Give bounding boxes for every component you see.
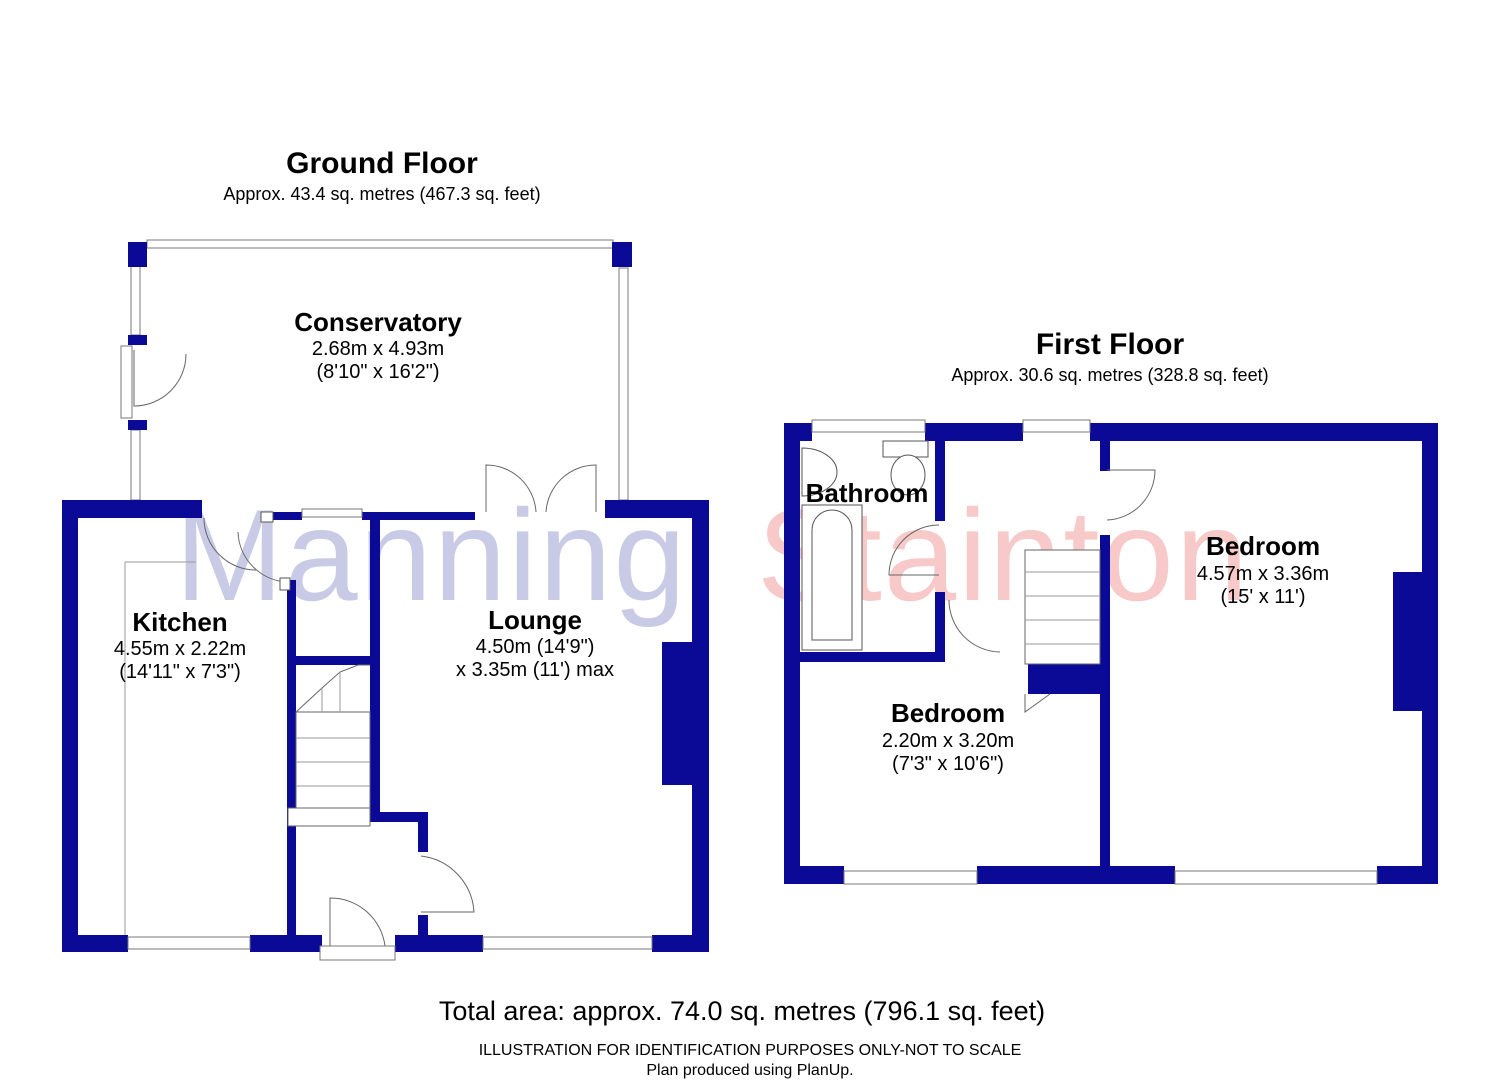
bedroom2-door-swing	[948, 599, 1001, 653]
bathroom-door-swing	[888, 524, 940, 576]
conservatory-door-frame	[120, 345, 133, 419]
conservatory-post-tl	[128, 242, 147, 267]
room-dim-bedroom-1: 4.57m x 3.36m	[1197, 563, 1329, 585]
watermark-manning: Manning	[175, 482, 688, 628]
wall-south	[62, 935, 128, 952]
room-dim-bedroom-2: 2.20m x 3.20m	[882, 730, 1014, 752]
kitchen-hall-door-swing	[237, 531, 287, 583]
room-dim-lounge-max: x 3.35m (11') max	[456, 659, 614, 681]
stair-winder	[295, 664, 370, 713]
room-dim-kitchen-imperial: (14'11" x 7'3")	[119, 661, 241, 683]
ground-floor-plan	[62, 239, 709, 961]
total-area: Total area: approx. 74.0 sq. metres (796…	[439, 996, 1045, 1026]
conservatory-left-window-lower	[130, 429, 141, 501]
room-dim-bedroom-1-imperial: (15' x 11')	[1220, 586, 1305, 608]
room-dim-conservatory-imperial: (8'10" x 16'2")	[316, 361, 439, 383]
wall-north	[784, 423, 812, 441]
conservatory-door-swing	[133, 350, 187, 407]
room-dim-kitchen: 4.55m x 2.22m	[114, 638, 246, 660]
wall-under-stairs	[287, 656, 370, 665]
wall-segment	[362, 512, 475, 520]
chimney-breast	[1393, 572, 1422, 711]
landing-window	[1022, 419, 1091, 433]
kitchen-door-swing	[203, 517, 257, 571]
front-door-threshold	[319, 945, 396, 961]
wall-hall-lounge	[370, 512, 380, 822]
wall-east	[692, 500, 709, 952]
wall-hall-lounge	[380, 812, 428, 822]
staircase	[1024, 549, 1101, 665]
wall-hall-lounge	[418, 812, 428, 852]
wall-west	[62, 500, 78, 952]
stair-rail	[1024, 693, 1051, 713]
room-dim-bedroom-2-imperial: (7'3" x 10'6")	[892, 753, 1004, 775]
basin	[801, 447, 838, 497]
conservatory-post	[128, 335, 147, 345]
toilet-bowl	[890, 454, 926, 496]
wall-north-kitchen	[62, 500, 202, 518]
wall-kitchen-hall	[287, 580, 296, 945]
room-name-kitchen: Kitchen	[132, 607, 227, 637]
wall-south	[977, 866, 1175, 884]
room-name-lounge: Lounge	[488, 605, 582, 635]
room-name-bedroom-1: Bedroom	[1206, 531, 1320, 561]
wall-south	[652, 935, 709, 952]
chimney-breast	[662, 642, 692, 785]
lounge-window	[482, 936, 653, 950]
stair-bulkhead	[1028, 664, 1100, 694]
conservatory-left-window-upper	[130, 264, 141, 336]
ground-floor-area: Approx. 43.4 sq. metres (467.3 sq. feet)	[223, 184, 540, 204]
wall-west	[784, 423, 800, 884]
room-dim-conservatory: 2.68m x 4.93m	[312, 338, 444, 360]
toilet-cistern	[882, 440, 929, 458]
wall-north	[925, 423, 1023, 441]
wall-segment	[272, 512, 302, 520]
wall-bathroom-landing	[935, 441, 945, 521]
conservatory-top-window	[146, 239, 614, 249]
wall-north-lounge	[605, 500, 709, 518]
window	[301, 508, 363, 518]
conservatory-post	[128, 420, 147, 430]
first-floor-title: First Floor	[1036, 328, 1185, 361]
wall-hall-lounge	[418, 915, 428, 940]
conservatory-right-window	[618, 267, 629, 501]
first-floor-area: Approx. 30.6 sq. metres (328.8 sq. feet)	[951, 365, 1268, 385]
wall-landing-bedroom	[1100, 441, 1110, 471]
room-name-bedroom-2: Bedroom	[891, 698, 1005, 728]
wall-south	[1377, 866, 1438, 884]
room-name-bathroom: Bathroom	[806, 478, 929, 508]
wall-south	[784, 866, 844, 884]
lounge-door-swing	[420, 855, 475, 913]
first-floor-plan	[784, 419, 1438, 885]
wall-landing-bedroom	[1100, 535, 1110, 875]
wall-north	[1090, 423, 1438, 441]
wall-south	[395, 935, 483, 952]
bath-inner	[811, 509, 853, 641]
bedroom1-window	[1174, 870, 1378, 885]
ground-floor-title: Ground Floor	[286, 147, 478, 180]
wall-bathroom-bedroom	[800, 652, 945, 662]
wall-east	[1422, 423, 1438, 884]
front-door-swing	[329, 897, 386, 960]
bedroom1-door-swing	[1106, 469, 1156, 521]
kitchen-window	[127, 936, 251, 950]
bedroom2-window	[843, 870, 978, 885]
wall-bathroom-landing	[935, 592, 945, 662]
disclaimer: ILLUSTRATION FOR IDENTIFICATION PURPOSES…	[479, 1042, 1022, 1059]
bathroom-window	[811, 419, 926, 433]
staircase	[295, 711, 371, 809]
door-stop	[260, 511, 274, 523]
wall-south	[250, 935, 322, 952]
room-dim-lounge: 4.50m (14'9")	[476, 636, 595, 658]
credit: Plan produced using PlanUp.	[646, 1062, 853, 1079]
room-name-conservatory: Conservatory	[294, 307, 462, 337]
door-stop	[279, 577, 291, 591]
stair-bottom-step	[287, 807, 371, 827]
french-door-right	[545, 464, 597, 513]
french-door-left	[485, 464, 537, 513]
conservatory-post-tr	[612, 242, 632, 267]
